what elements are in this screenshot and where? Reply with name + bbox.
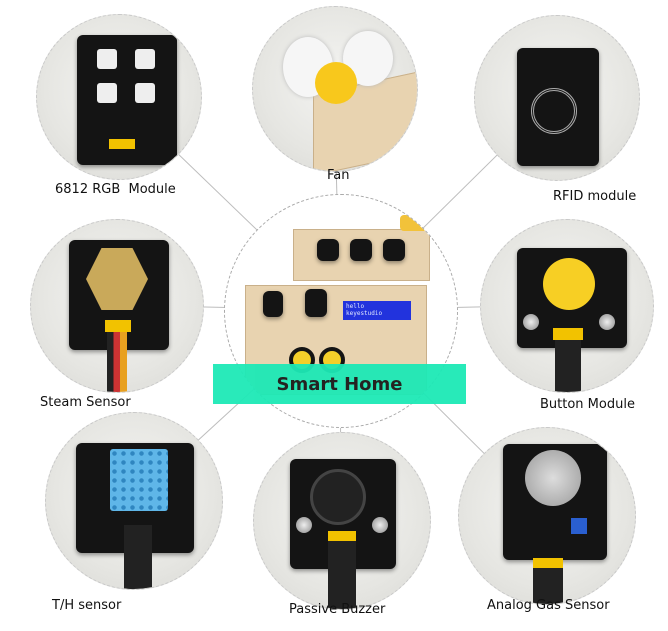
wire [328,541,356,609]
potentiometer [571,518,587,534]
screw [523,314,539,330]
yellow-button-icon [480,219,654,393]
fan-hub [315,62,357,104]
pir-board [305,289,327,317]
label-rgb-module: 6812 RGB Module [55,182,176,197]
label-analog-gas-sensor: Analog Gas Sensor [487,598,610,613]
buzzer-disc [310,469,366,525]
connector [105,320,131,332]
dht11-sensor [110,449,168,511]
led [135,49,155,69]
wire [107,332,127,392]
sensor-board [317,239,339,261]
rfid-waves [531,88,577,134]
label-passive-buzzer: Passive Buzzer [289,602,386,617]
label-fan: Fan [327,168,350,183]
temperature-humidity-sensor-icon [45,412,223,590]
rfid-board [263,291,283,317]
lcd-line-1: hello [346,303,365,310]
mq-sensor [525,450,581,506]
connector [109,139,135,149]
wire [555,340,581,392]
wire [533,568,563,604]
led [97,49,117,69]
gas-sensor-icon [458,427,636,605]
lcd-display: hello keyestudio [343,301,411,320]
label-th-sensor: T/H sensor [52,598,122,613]
connector [553,328,583,340]
connector [533,558,563,568]
rgb-led-module-icon [36,14,202,180]
sensor-board [383,239,405,261]
screw [372,517,388,533]
lcd-line-2: keyestudio [346,310,383,317]
led [97,83,117,103]
fan-motor [400,215,430,231]
screw [599,314,615,330]
sensing-pad [86,248,148,310]
button-cap [543,258,595,310]
led [135,83,155,103]
label-steam-sensor: Steam Sensor [40,395,131,410]
wire [124,525,152,589]
steam-sensor-icon [30,219,204,393]
connector [328,531,356,541]
label-button-module: Button Module [540,397,635,412]
sensor-board [350,239,372,261]
screw [296,517,312,533]
fan-icon [252,6,418,172]
rfid-reader-icon [474,15,640,181]
smart-home-banner: Smart Home [213,364,466,404]
buzzer-icon [253,432,431,610]
label-rfid-module: RFID module [553,189,637,204]
